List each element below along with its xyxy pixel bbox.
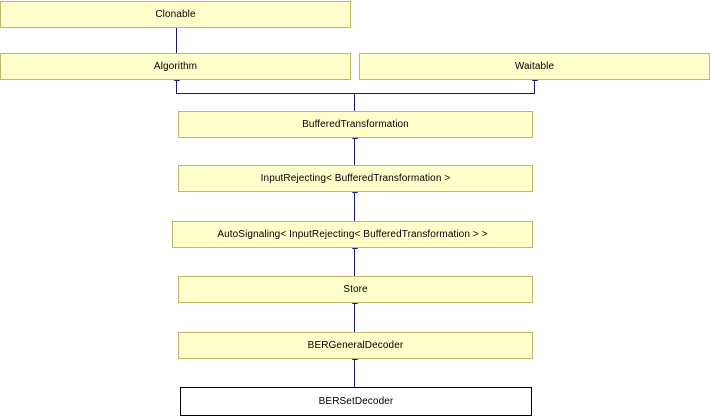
class-node-store[interactable]: Store	[178, 276, 533, 303]
edge-bus-riser-waitable	[534, 81, 535, 94]
class-node-label: Store	[343, 283, 368, 295]
class-node-auto-signaling[interactable]: AutoSignaling< InputRejecting< BufferedT…	[172, 221, 533, 248]
edge-bergeneraldecoder-to-store	[354, 303, 355, 332]
edge-store-to-autosignaling	[354, 248, 355, 276]
class-node-algorithm[interactable]: Algorithm	[0, 53, 351, 80]
class-node-label: InputRejecting< BufferedTransformation >	[260, 172, 451, 184]
edge-buffered-stem	[354, 93, 355, 111]
edge-buffered-bus	[176, 93, 535, 94]
class-node-clonable[interactable]: Clonable	[0, 1, 351, 28]
class-node-waitable[interactable]: Waitable	[359, 53, 710, 80]
class-node-label: Waitable	[514, 60, 555, 72]
class-node-label: AutoSignaling< InputRejecting< BufferedT…	[217, 228, 488, 240]
edge-bersetdecoder-to-bergeneraldecoder	[354, 359, 355, 387]
class-node-input-rejecting[interactable]: InputRejecting< BufferedTransformation >	[178, 165, 533, 192]
class-node-ber-general-decoder[interactable]: BERGeneralDecoder	[178, 332, 533, 359]
class-node-ber-set-decoder[interactable]: BERSetDecoder	[180, 387, 532, 416]
class-node-label: Algorithm	[153, 60, 198, 72]
edge-autosignaling-to-inputrejecting	[354, 192, 355, 221]
class-node-label: Clonable	[155, 8, 196, 20]
class-node-label: BufferedTransformation	[302, 118, 409, 130]
edge-algorithm-to-clonable	[176, 28, 177, 53]
class-node-label: BERSetDecoder	[318, 395, 394, 407]
edge-inputrejecting-to-buffered	[354, 138, 355, 165]
class-node-buffered-transformation[interactable]: BufferedTransformation	[178, 111, 533, 138]
class-node-label: BERGeneralDecoder	[307, 339, 404, 351]
edge-bus-riser-algorithm	[176, 81, 177, 94]
